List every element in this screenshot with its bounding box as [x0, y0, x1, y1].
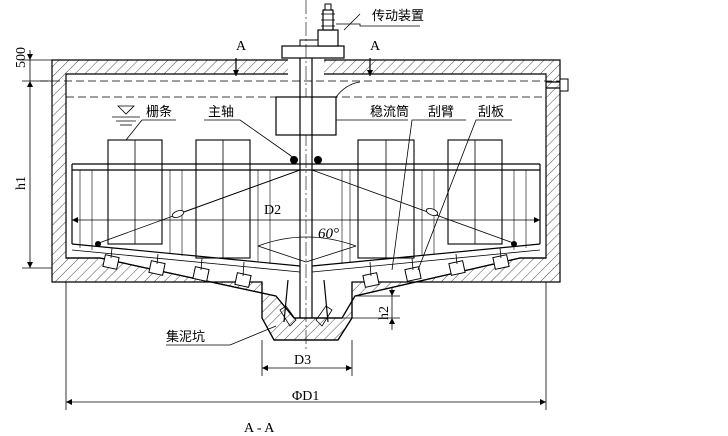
scraper-arms	[71, 156, 541, 327]
leader-lines	[125, 23, 512, 346]
dim-freeboard: 500	[14, 47, 29, 68]
label-section-a-left: A	[236, 39, 247, 54]
label-arm: 刮臂	[428, 105, 454, 120]
label-shaft: 主轴	[208, 105, 234, 120]
dim-angle: 60°	[318, 226, 339, 242]
label-section-title: A - A	[244, 421, 275, 436]
dim-depth: h1	[14, 176, 29, 190]
stilling-baffle	[275, 81, 361, 136]
label-section-a-right: A	[370, 39, 381, 54]
outlet-pipe	[546, 78, 569, 92]
angle-indicator	[257, 236, 357, 263]
label-sludge-pit: 集泥坑	[166, 329, 205, 345]
label-baffle: 稳流筒	[370, 104, 409, 120]
dim-pit-depth: h2	[377, 306, 392, 320]
label-grille: 栅条	[146, 104, 172, 120]
section-marks	[233, 58, 373, 76]
dimension-lines	[22, 50, 547, 410]
scraper-blades	[102, 254, 510, 288]
dim-d3: D3	[294, 353, 311, 368]
drive-unit	[281, 3, 361, 59]
label-blade: 刮板	[478, 105, 504, 120]
dim-d1: ΦD1	[292, 389, 319, 404]
dim-d2: D2	[264, 203, 281, 218]
blade-hangers	[110, 247, 502, 277]
label-drive: 传动装置	[372, 9, 424, 24]
